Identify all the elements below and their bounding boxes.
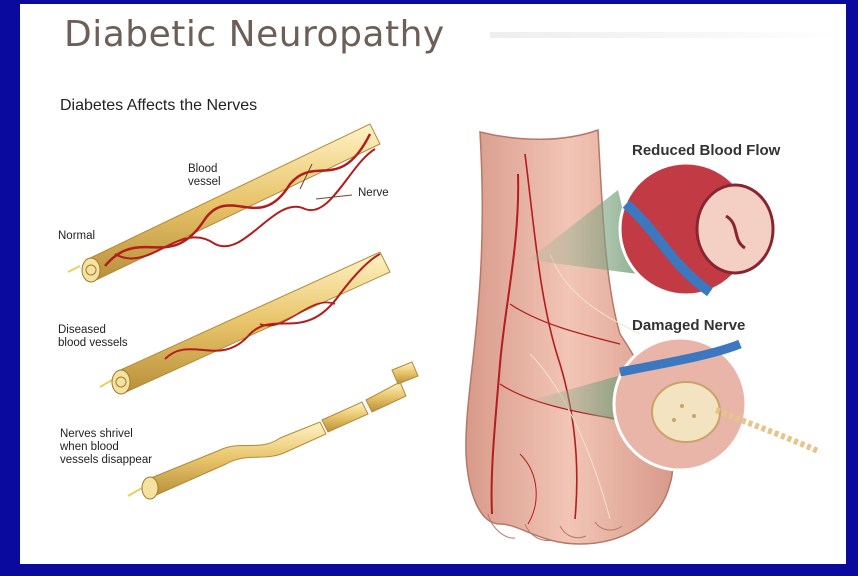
diseased-nerve <box>100 252 390 394</box>
normal-nerve <box>68 124 380 282</box>
header-damaged-nerve: Damaged Nerve <box>632 317 745 334</box>
shrivelled-nerve <box>128 362 418 499</box>
damaged-nerve-inset <box>614 338 820 470</box>
label-diseased-blood-vessels: Diseased blood vessels <box>58 324 128 350</box>
label-normal: Normal <box>58 230 95 243</box>
slide-panel: Diabetic Neuropathy Diabetes Affects the… <box>20 4 846 564</box>
reduced-blood-flow-inset <box>620 163 773 295</box>
label-nerve: Nerve <box>358 187 389 200</box>
header-reduced-blood-flow: Reduced Blood Flow <box>632 142 780 159</box>
label-nerves-shrivel: Nerves shrivel when blood vessels disapp… <box>60 428 152 467</box>
illustration <box>20 4 846 564</box>
label-blood-vessel: Blood vessel <box>188 163 221 189</box>
